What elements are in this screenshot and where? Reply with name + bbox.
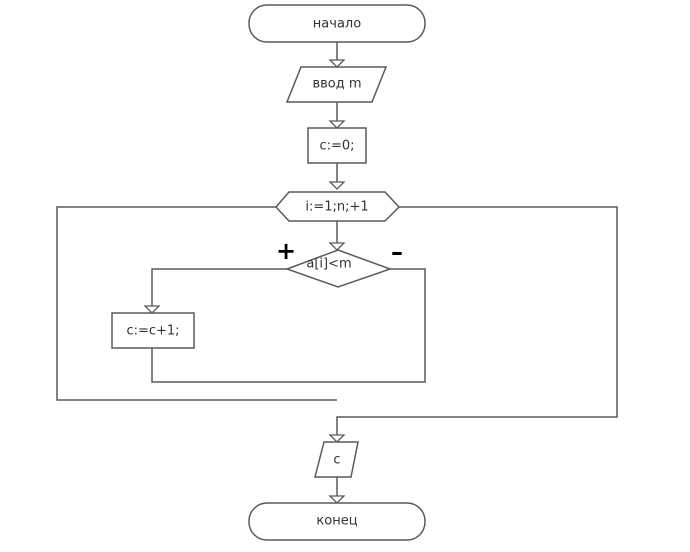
- no-branch-mark: –: [391, 238, 403, 266]
- connector-loop-exit: [336, 206, 618, 435]
- arrow-down-icon: [328, 495, 346, 504]
- connectors: [56, 42, 618, 496]
- connector-loop-back: [56, 206, 337, 401]
- connector-yes-branch: [151, 268, 287, 306]
- increment-block: c:=c+1;: [111, 312, 195, 349]
- loop-block: i:=1;n;+1: [274, 191, 401, 222]
- start-terminator: начало: [248, 4, 426, 43]
- end-label: конец: [316, 514, 357, 529]
- output-label: c: [333, 453, 340, 468]
- condition-label: a[i]<m: [306, 257, 351, 272]
- init-label: c:=0;: [319, 139, 354, 154]
- arrow-down-icon: [328, 242, 346, 251]
- init-block: c:=0;: [307, 127, 367, 164]
- connector-no-branch: [151, 268, 426, 383]
- arrow-heads: [143, 59, 346, 504]
- start-label: начало: [313, 17, 361, 32]
- arrow-down-icon: [328, 434, 346, 443]
- increment-label: c:=c+1;: [126, 324, 179, 339]
- loop-label: i:=1;n;+1: [305, 200, 368, 215]
- arrow-down-icon: [328, 181, 346, 190]
- arrow-down-icon: [143, 305, 161, 314]
- yes-branch-mark: +: [276, 237, 296, 265]
- input-label: ввод m: [312, 77, 361, 92]
- output-block: c: [314, 441, 359, 478]
- arrow-down-icon: [328, 120, 346, 129]
- condition-block: a[i]<m: [284, 249, 393, 288]
- arrow-down-icon: [328, 59, 346, 68]
- input-block: ввод m: [285, 66, 388, 103]
- end-terminator: конец: [248, 502, 426, 541]
